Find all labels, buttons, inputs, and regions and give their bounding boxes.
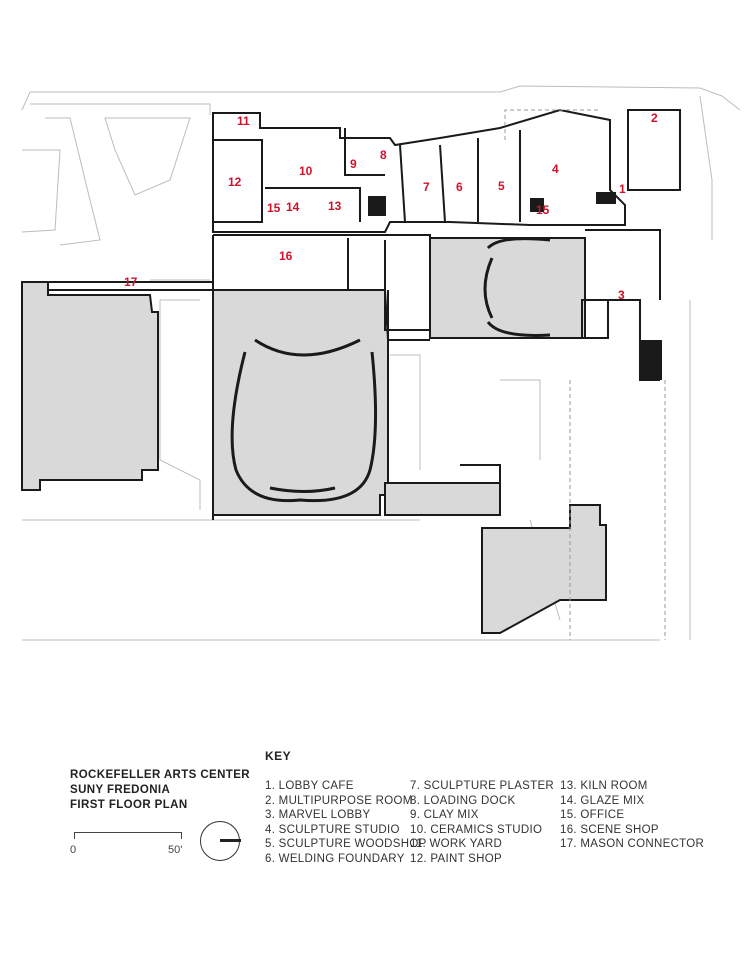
room-label-16: 16 (279, 249, 293, 263)
room-label-10: 10 (299, 164, 313, 178)
key-item: 4. SCULPTURE STUDIO (265, 823, 400, 836)
room-label-7: 7 (423, 180, 430, 194)
key-item: 1. LOBBY CAFE (265, 780, 354, 792)
key-item: 7. SCULPTURE PLASTER (410, 780, 555, 792)
marvel-theatre (429, 237, 586, 339)
key-column-2: 7. SCULPTURE PLASTER 8. LOADING DOCK 9. … (410, 779, 554, 867)
room-label-12: 12 (228, 175, 242, 189)
title-line-1: ROCKEFELLER ARTS CENTER (70, 769, 250, 781)
key-item: 12. PAINT SHOP (410, 852, 502, 865)
room-label-14: 14 (286, 200, 300, 214)
key-item: 15. OFFICE (560, 809, 625, 822)
key-column-3: 13. KILN ROOM 14. GLAZE MIX 15. OFFICE 1… (560, 779, 704, 852)
seating (230, 237, 551, 503)
wall-accents (368, 192, 662, 380)
scale-label-end: 50' (168, 844, 183, 856)
key-heading: KEY (265, 749, 292, 763)
key-item: 13. KILN ROOM (560, 780, 648, 792)
key-item: 8. LOADING DOCK (410, 794, 516, 807)
room-label-1: 1 (619, 182, 626, 196)
room-label-9: 9 (350, 157, 357, 171)
lower-connector (384, 482, 501, 516)
key-item: 6. WELDING FOUNDARY (265, 852, 405, 865)
key-item: 5. SCULPTURE WOODSHOP (265, 838, 427, 851)
key-item: 17. MASON CONNECTOR (560, 838, 705, 851)
south-block (481, 504, 607, 634)
dashed-lines (504, 109, 666, 640)
key-item: 14. GLAZE MIX (560, 794, 645, 807)
plan-title: ROCKEFELLER ARTS CENTER SUNY FREDONIA FI… (70, 768, 250, 813)
room-label-15b: 15 (536, 203, 550, 217)
key-item: 3. MARVEL LOBBY (265, 809, 371, 822)
key-item: 10. CERAMICS STUDIO (410, 823, 543, 836)
room-label-3: 3 (618, 288, 625, 302)
room-label-4: 4 (552, 162, 559, 176)
room-label-17: 17 (124, 275, 138, 289)
key-column-1: 1. LOBBY CAFE 2. MULTIPURPOSE ROOM 3. MA… (265, 779, 427, 867)
key-item: 2. MULTIPURPOSE ROOM (265, 794, 413, 807)
filled-areas (21, 237, 607, 634)
title-line-3: FIRST FLOOR PLAN (70, 799, 188, 811)
room-label-11: 11 (237, 114, 250, 128)
key-item: 11. WORK YARD (410, 838, 503, 851)
scale-label-start: 0 (70, 844, 77, 856)
room-label-13: 13 (328, 199, 342, 213)
room-label-15a: 15 (267, 201, 281, 215)
main-theatre (212, 289, 389, 516)
floor-plan (21, 85, 741, 641)
walls (48, 108, 681, 520)
key-item: 9. CLAY MIX (410, 809, 479, 822)
title-line-2: SUNY FREDONIA (70, 784, 171, 796)
scale-bar (74, 832, 182, 839)
key-item: 16. SCENE SHOP (560, 823, 659, 836)
adjacent-building (21, 281, 159, 491)
north-arrow-pointer (220, 839, 241, 842)
room-label-5: 5 (498, 179, 505, 193)
room-label-6: 6 (456, 180, 463, 194)
room-label-2: 2 (651, 111, 658, 125)
room-label-8: 8 (380, 148, 387, 162)
